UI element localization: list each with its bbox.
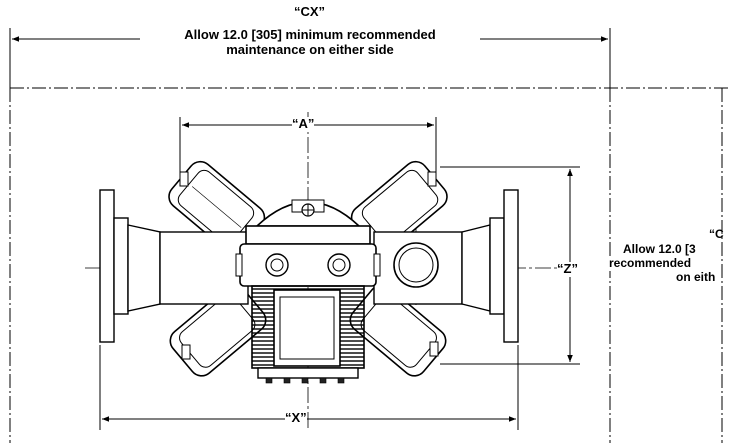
cx-right-line2: recommended: [609, 256, 692, 271]
right-flange: [373, 189, 519, 343]
cx-top-line2: maintenance on either side: [226, 41, 394, 57]
cx-top-tag: “CX”: [294, 4, 326, 20]
arm-bolt-tabs: [179, 171, 439, 360]
actuator-body: [235, 199, 381, 379]
dim-x-label: “X”: [285, 410, 307, 426]
dim-a-label: “A”: [292, 116, 315, 132]
clearance-boundary: [9, 87, 731, 443]
dim-z-label: “Z”: [557, 261, 578, 277]
dim-x-lines: [99, 345, 519, 430]
cx-right-tag: “C: [709, 227, 724, 241]
cx-right-line1: Allow 12.0 [3: [623, 242, 696, 257]
cx-top-line1: Allow 12.0 [305] minimum recommended: [184, 27, 436, 42]
bottom-bolts: [265, 377, 345, 384]
cx-right-line3: on eith: [676, 270, 716, 285]
left-flange: [99, 189, 249, 343]
side-port: [393, 242, 439, 288]
cx-top-note: Allow 12.0 [305] minimum recommended mai…: [140, 27, 480, 58]
